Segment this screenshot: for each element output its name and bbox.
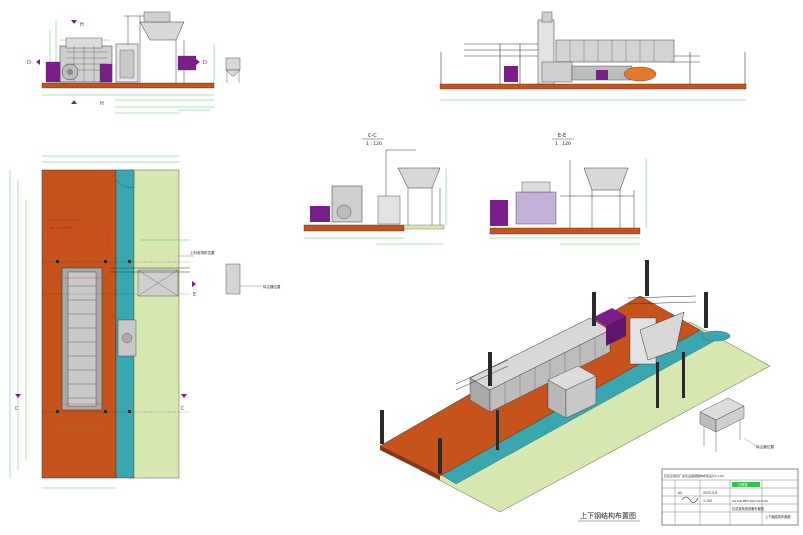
section-ee-view [489,158,647,245]
section-arrow-icon [36,20,200,104]
elevation-view-left [36,11,241,114]
title-date: 2022.5.6 [703,491,717,495]
signature-icon [681,496,699,503]
section-arrow-icon [15,281,196,398]
marker-c-right: C [181,406,185,412]
marker-h-top: H [80,22,84,28]
marker-d-right: D [203,60,207,66]
section-cc-scale: 1 : 120 [366,141,382,147]
elevation-view-right [439,11,747,101]
marker-e-mid: E [193,292,196,298]
title-project-line: 石灰窑项目厂房及设备钢结构布置设计1:100 [664,473,724,478]
section-ee-code: E-E [558,133,566,139]
iso-caption: 上下钢结构布置图 [580,511,636,520]
title-sheet: 1:100 [703,499,712,503]
section-ee-scale: 1 : 120 [555,141,571,147]
isometric-view [379,260,771,513]
title-rev: A0 [678,491,682,495]
title-name: 上下钢结构布置图 [765,514,791,519]
plan-note-3: 除尘器位置 [263,284,281,289]
title-block [661,468,799,526]
title-drawing-no: SG-DZ-PBT-300-10-0-00 [732,499,768,503]
iso-note: 除尘器位置 [756,444,774,449]
plan-view [9,155,262,489]
marker-h-bottom: H [100,101,104,107]
plan-note-1: SC-L-200(A) [50,225,73,230]
section-cc-view [303,149,447,245]
title-main: 石灰窑系统设备布置图 [732,506,764,511]
marker-c-left: C [15,406,19,412]
plan-note-2: 上料皮带机位置 [190,250,215,255]
section-cc-code: C-C [368,133,377,139]
marker-d-left: D [27,60,31,66]
title-stamp: 已审核 [738,482,748,487]
